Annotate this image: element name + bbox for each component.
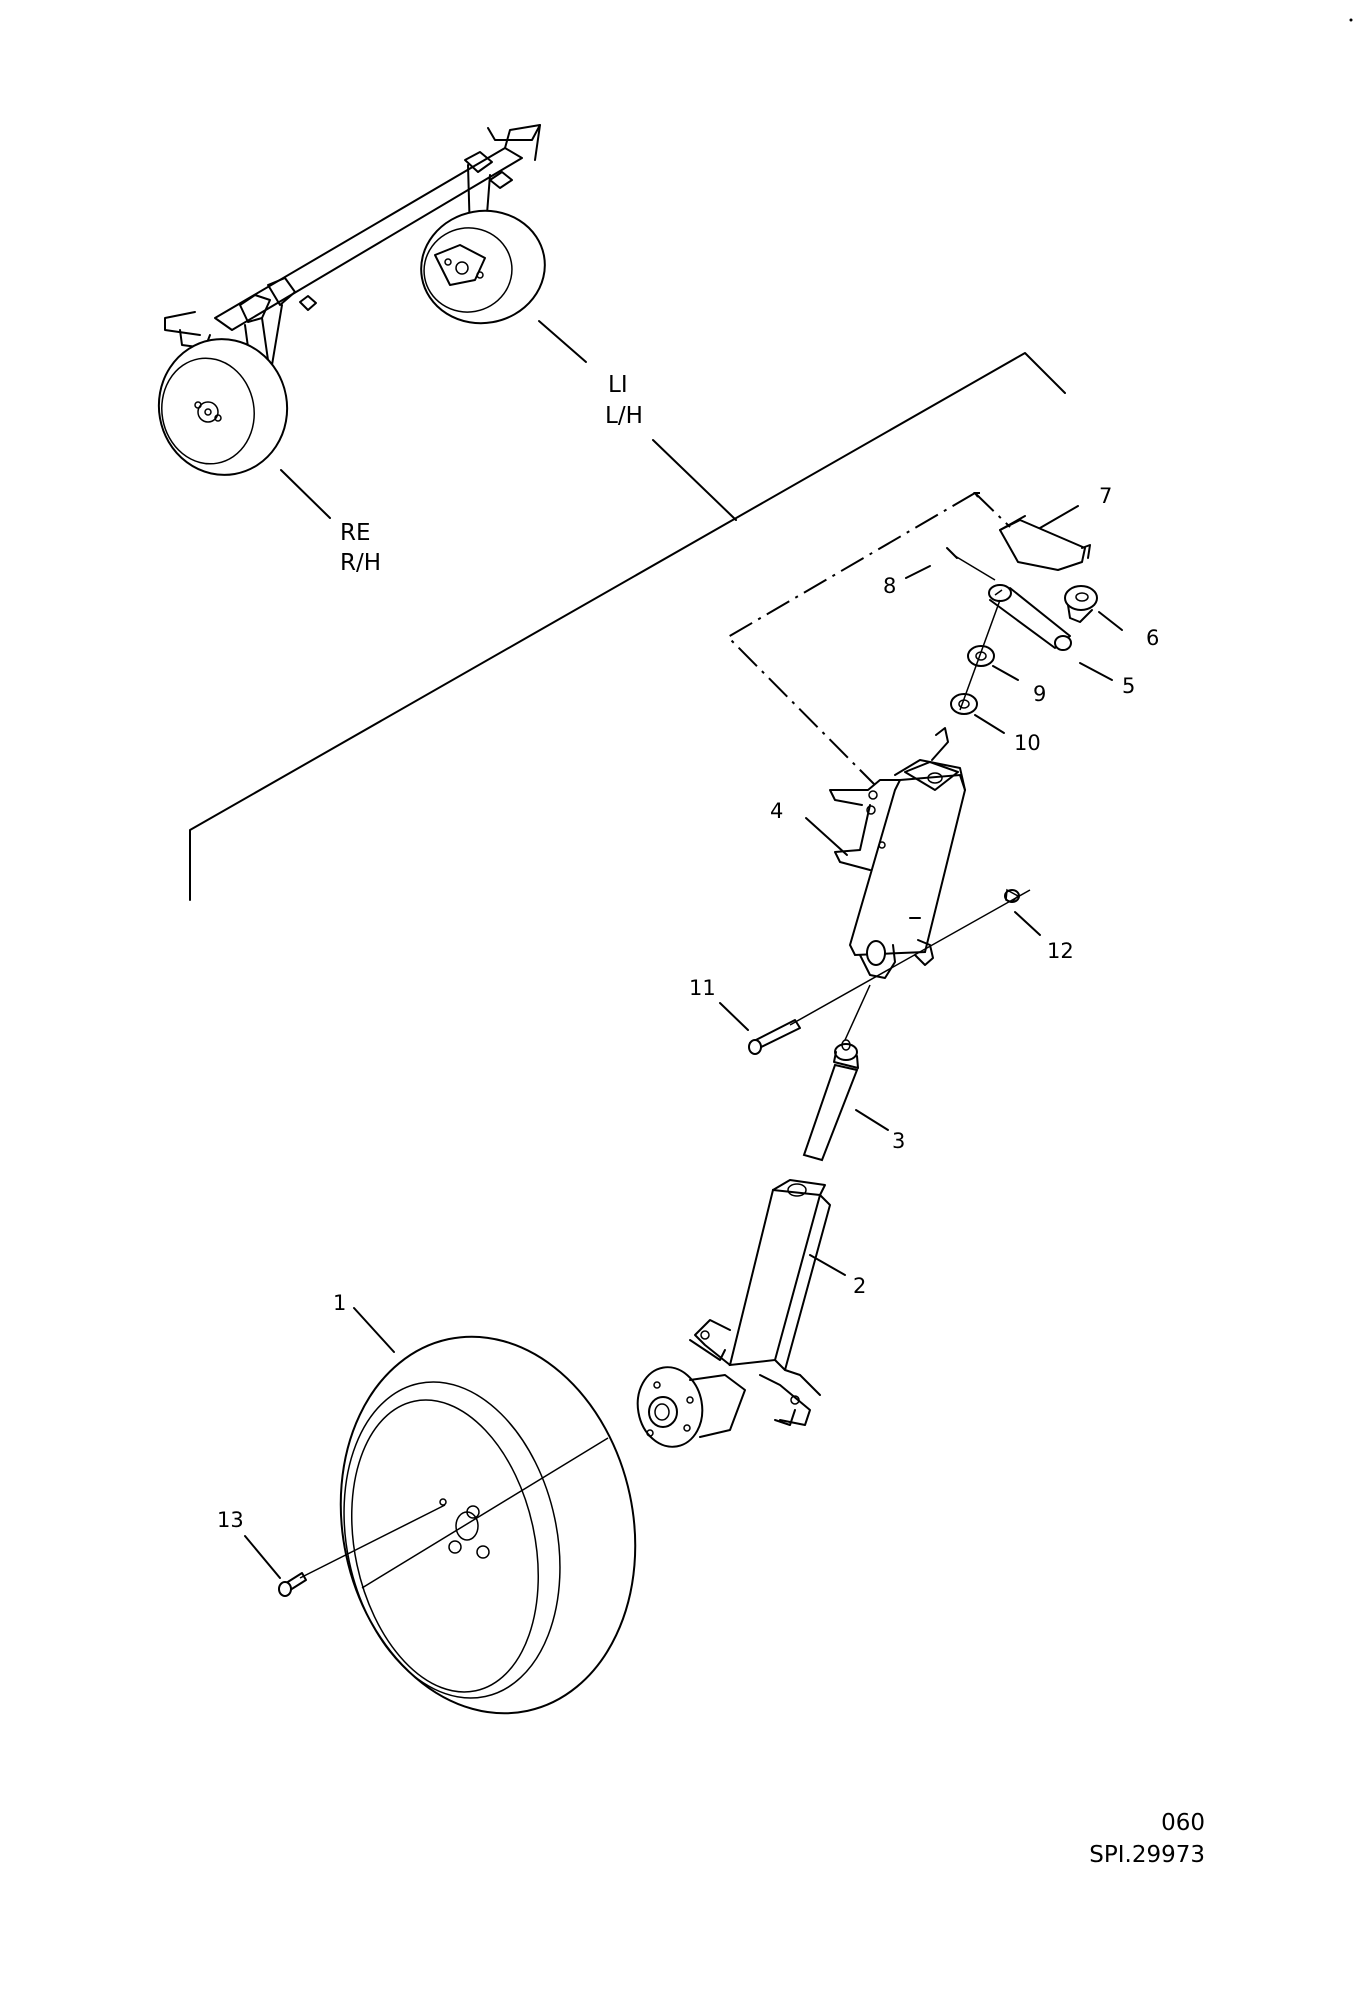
detail-frame [726,492,980,786]
wheel-bolt-axis [299,1504,446,1579]
part-4-upper-arm [829,727,967,979]
label-right-side-de: RE [340,520,371,546]
section-leader-line [652,439,737,521]
label-part-13: 13 [217,1508,244,1532]
part-8-pin [946,547,996,581]
part-10-washer [950,693,978,715]
label-part-2: 2 [853,1274,866,1298]
label-part-1: 1 [333,1291,346,1315]
label-right-side-en: R/H [340,550,381,576]
part-2-lower-leg [636,1179,831,1448]
corner-dot [1349,18,1353,22]
part-1-wheel [339,1335,637,1715]
part-3-shaft [802,1039,859,1162]
label-part-11: 11 [689,976,716,1000]
label-part-4: 4 [770,799,783,823]
label-left-side-de: LI [608,372,628,398]
label-part-3: 3 [892,1129,905,1153]
part-11-bolt [748,1019,801,1055]
label-part-10: 10 [1014,731,1041,755]
detail-frame-tick [974,492,1011,528]
assembly-axis [959,599,1001,711]
footer-drawing-number: SPI.29973 [1089,1842,1205,1868]
section-callout-line [189,352,1066,901]
label-part-8: 8 [883,574,896,598]
shaft-axis [844,984,871,1041]
label-part-9: 9 [1033,682,1046,706]
label-part-12: 12 [1047,939,1074,963]
part-13-wheel-bolt [278,1572,307,1597]
leader-lines [244,505,1123,1579]
label-left-side-en: L/H [605,403,643,429]
bolt-axis [789,889,1031,1026]
label-part-5: 5 [1122,674,1135,698]
axle-overview-assembly [157,124,587,519]
label-part-7: 7 [1099,484,1112,508]
label-part-6: 6 [1146,626,1159,650]
part-7-spring-clip [999,515,1091,571]
part-6-knob [1064,585,1098,623]
part-5-crank-handle [988,584,1072,651]
footer-page-number: 060 [1161,1810,1205,1836]
part-9-washer [967,645,995,667]
